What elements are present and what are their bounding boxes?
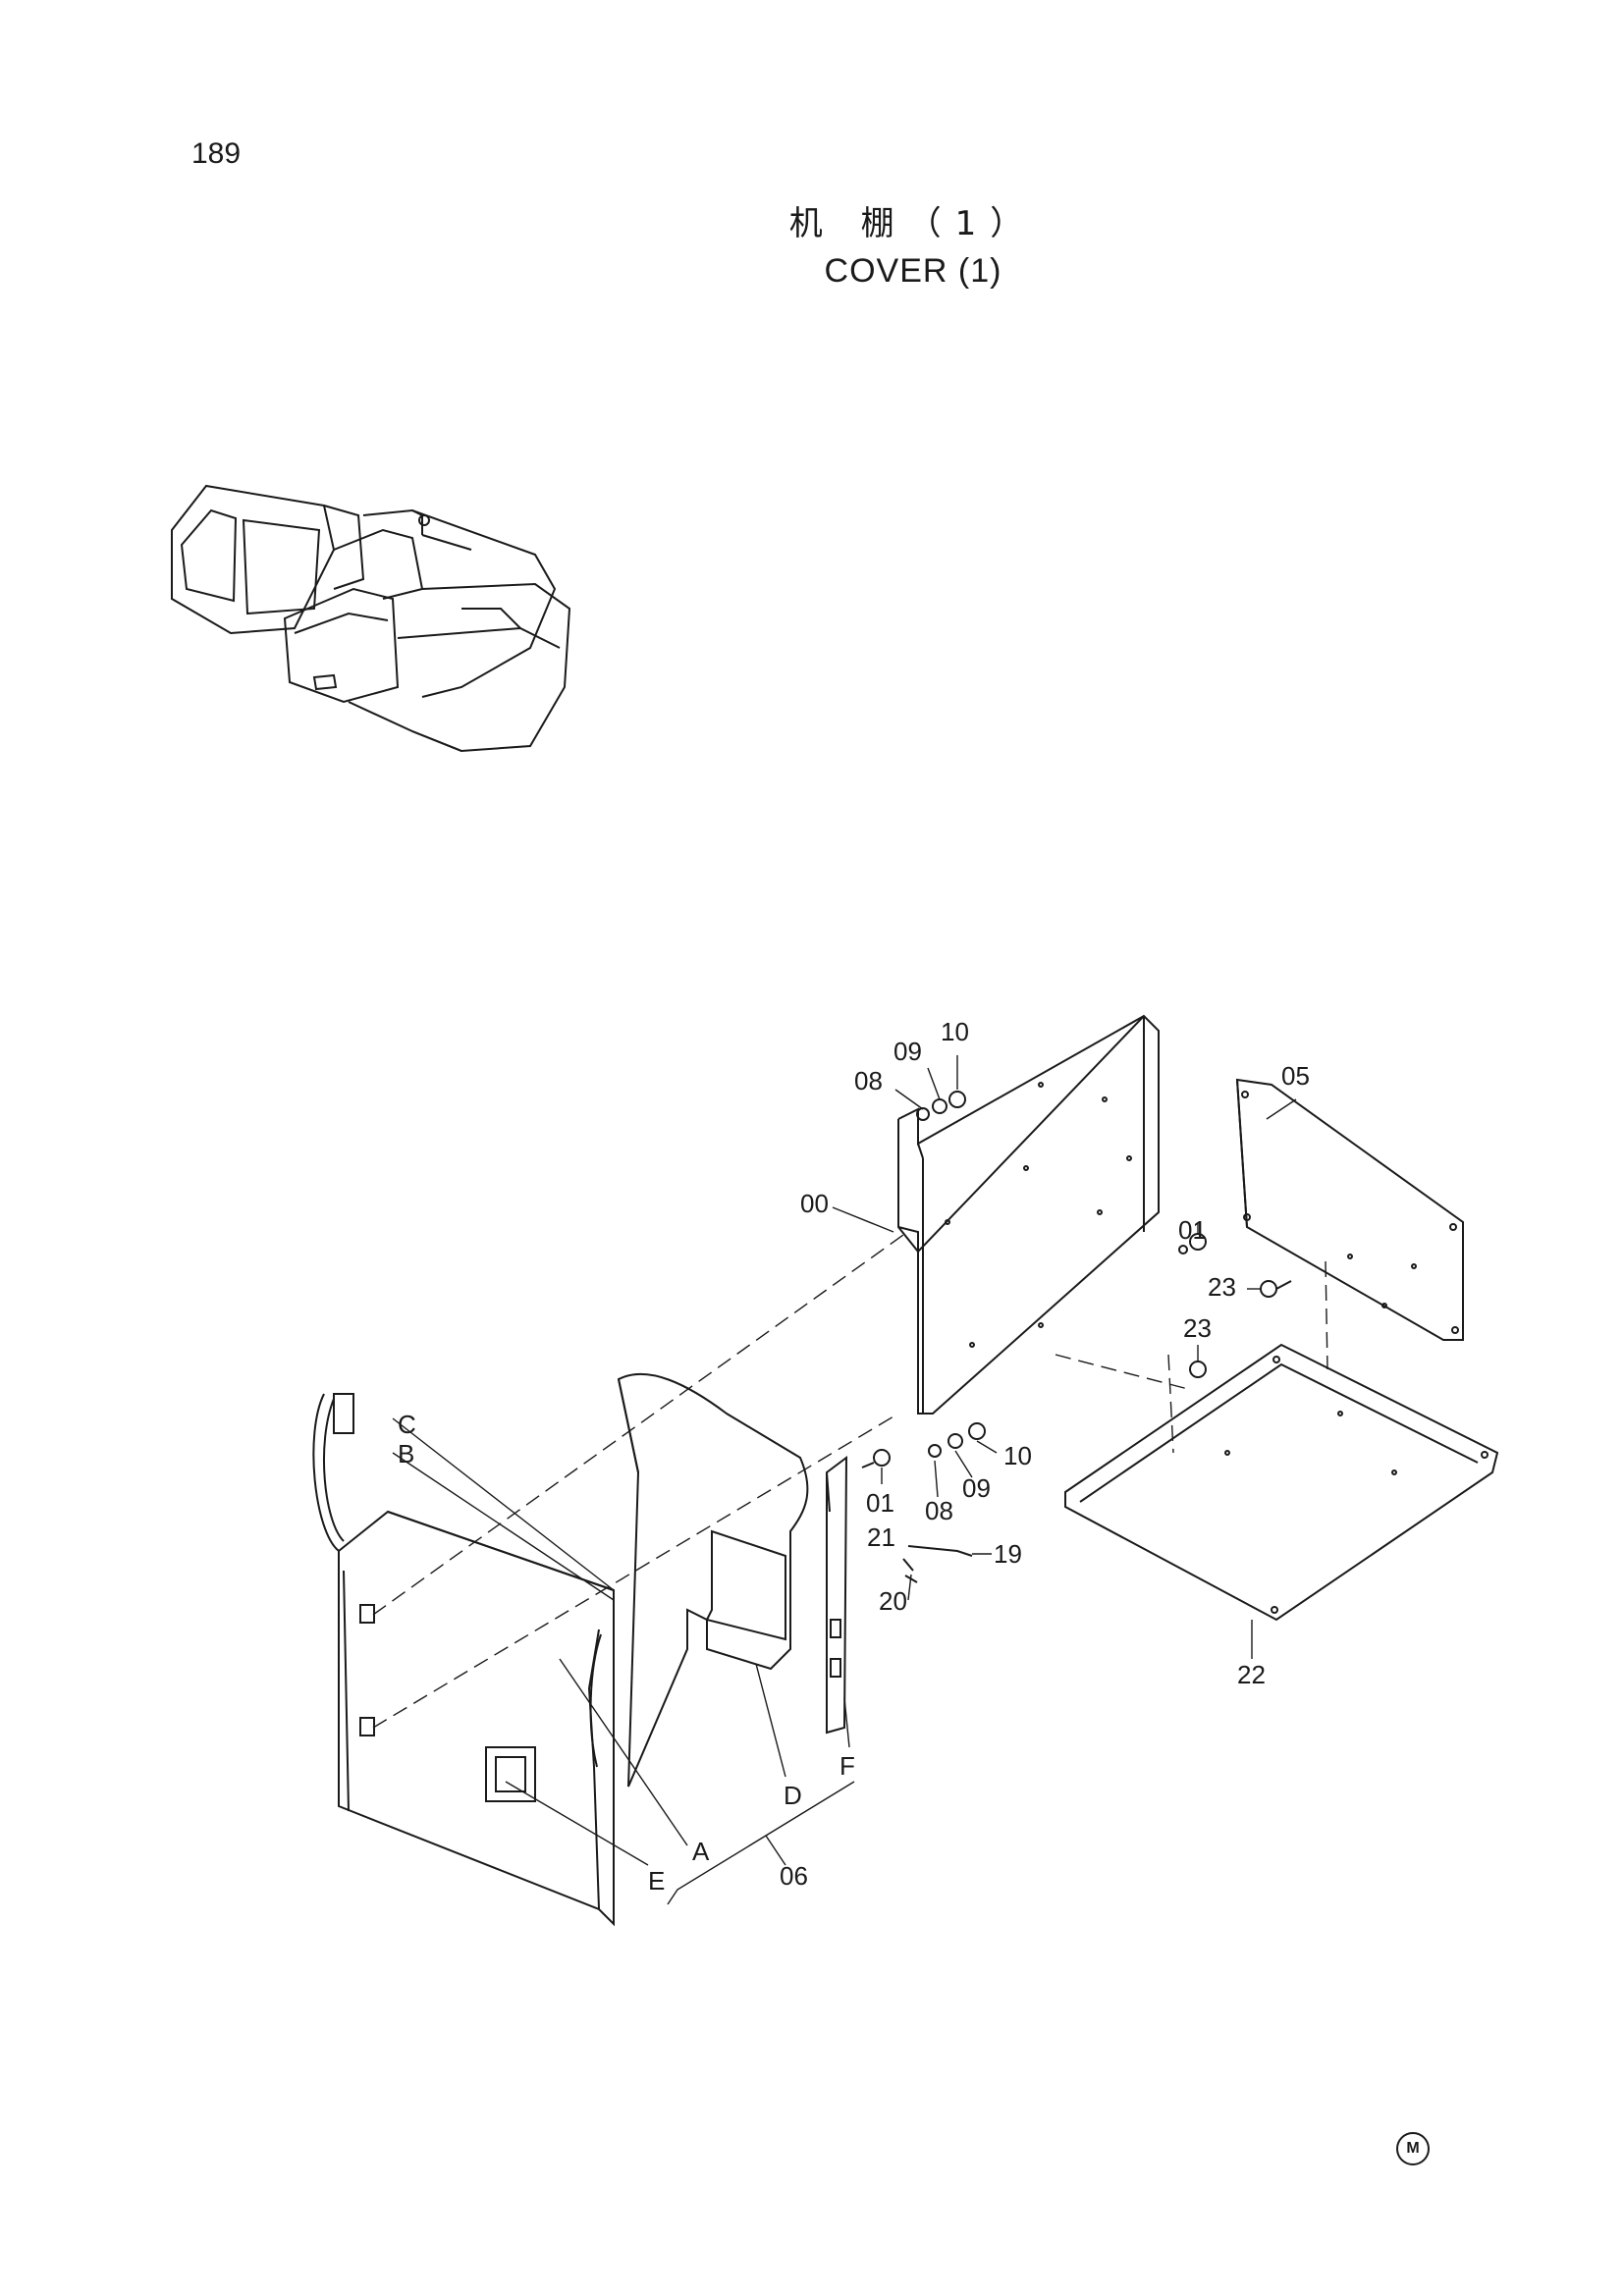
ref-letter-a: A [692,1837,710,1866]
corner-mark: M [1396,2132,1430,2165]
callout-08-upper: 08 [854,1066,883,1095]
callout-00: 00 [800,1189,829,1218]
reference-letter-labels: C B A E D F [398,1410,855,1896]
strip-f [826,1455,848,1735]
ref-letter-b: B [398,1439,414,1468]
callout-10-upper: 10 [941,1017,969,1046]
callout-08-lower: 08 [925,1496,953,1525]
main-panel-00 [897,1014,1160,1415]
callout-21: 21 [867,1522,895,1552]
ref-letter-f: F [839,1751,855,1781]
ref-letter-c: C [398,1410,416,1439]
plate-05 [1235,1078,1464,1341]
callout-01-lower: 01 [866,1488,894,1518]
page-number: 189 [191,137,242,170]
ref-letter-e: E [648,1866,665,1896]
callout-22: 22 [1237,1660,1266,1689]
inner-panel-d [617,1372,809,1788]
leader-lines [392,1055,1297,1905]
ref-letter-d: D [784,1781,802,1810]
alignment-lines [372,1234,1328,1729]
cover-door-06 [312,1393,615,1927]
callout-23-upper: 23 [1208,1272,1236,1302]
callout-20: 20 [879,1586,907,1616]
callout-09-upper: 09 [893,1037,922,1066]
title-english: COVER (1) [824,252,1002,290]
callout-01-upper: 01 [1178,1215,1207,1245]
title-block: 机 棚（1） COVER (1) [785,196,1041,291]
callout-10-lower: 10 [1003,1441,1032,1470]
callout-05: 05 [1281,1061,1310,1091]
callout-09-lower: 09 [962,1473,991,1503]
plate-22 [1064,1343,1499,1622]
title-chinese: 机 棚（1） [788,204,1038,243]
callout-19: 19 [994,1539,1022,1569]
machine-overview-illustration [171,484,571,753]
callout-06: 06 [780,1861,808,1891]
callout-23-lower: 23 [1183,1313,1212,1343]
callout-labels: 00 01 05 08 09 10 23 23 01 08 09 10 21 1… [780,1017,1310,1891]
